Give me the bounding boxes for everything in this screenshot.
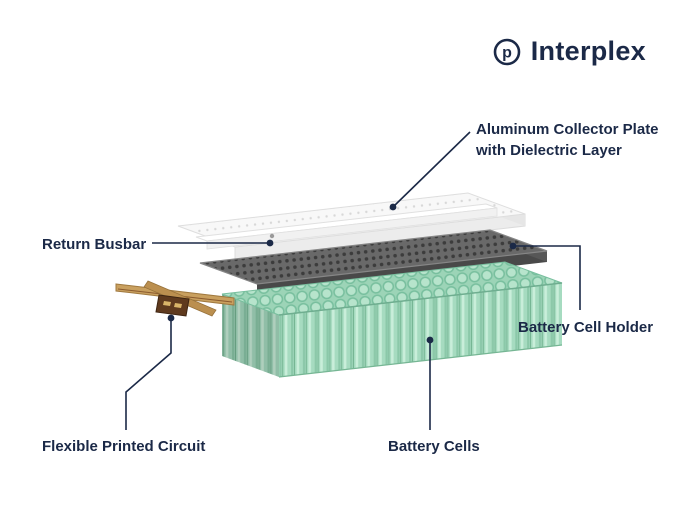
label-cell-holder: Battery Cell Holder bbox=[518, 319, 654, 336]
busbar-hole bbox=[269, 233, 275, 239]
cell-holder-top-face bbox=[199, 229, 548, 285]
cells-left-face bbox=[222, 294, 279, 377]
leader-dot-collector-plate bbox=[389, 203, 397, 211]
label-fpc: Flexible Printed Circuit bbox=[42, 438, 206, 455]
leader-line-fpc bbox=[125, 318, 172, 430]
cells-front-face bbox=[279, 283, 562, 377]
leader-dot-cell-holder bbox=[509, 242, 517, 250]
battery-cells-graphic bbox=[221, 261, 563, 378]
brand-name: Interplex bbox=[530, 36, 646, 66]
fpc-connector-pin bbox=[163, 301, 171, 306]
circle-p-logo-icon: p bbox=[493, 38, 521, 65]
leader-line-cell-holder bbox=[513, 245, 581, 310]
cells-front-bottom-edge bbox=[278, 344, 563, 378]
return-busbar-graphic bbox=[195, 203, 498, 250]
leader-lines bbox=[125, 131, 581, 430]
brand-logo: p Interplex bbox=[492, 36, 646, 67]
leader-dot-return-busbar bbox=[266, 239, 274, 247]
label-battery-cells: Battery Cells bbox=[388, 438, 480, 455]
label-collector-plate: Aluminum Collector Plate with Dielectric… bbox=[476, 121, 659, 159]
fpc-connector-pin bbox=[174, 303, 182, 308]
leader-dot-fpc bbox=[167, 314, 175, 322]
collector-plate-graphic bbox=[177, 192, 526, 260]
fpc-graphic bbox=[115, 280, 235, 317]
svg-text:p: p bbox=[502, 44, 512, 61]
leader-line-collector-plate bbox=[392, 131, 471, 208]
leader-dot-battery-cells bbox=[426, 336, 434, 344]
label-return-busbar: Return Busbar bbox=[42, 236, 147, 253]
leader-dots bbox=[167, 203, 517, 344]
cells-left-face-shade bbox=[222, 294, 279, 377]
cells-front-top-edge bbox=[278, 282, 563, 316]
fpc-connector bbox=[155, 294, 190, 317]
